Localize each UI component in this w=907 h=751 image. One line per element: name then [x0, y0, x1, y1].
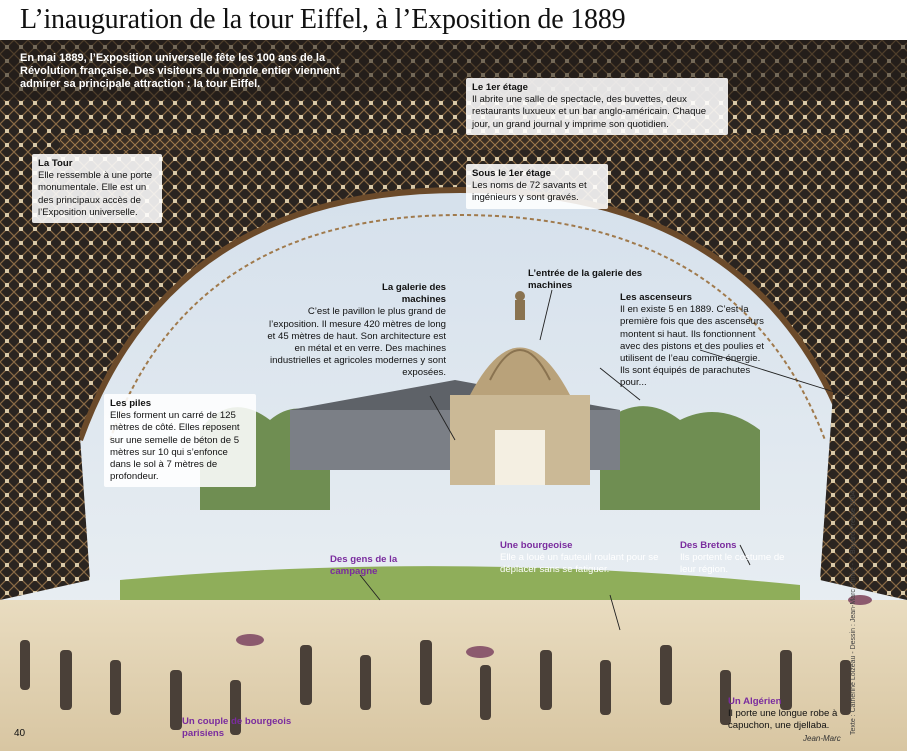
annotation-les-piles: Les piles Elles forment un carré de 125 … [104, 394, 256, 488]
annotation-gens-campagne: Des gens de la campagne [330, 554, 420, 578]
annotation-ascenseurs: Les ascenseurs Il en existe 5 en 1889. C… [620, 292, 770, 390]
annotation-sous-premier-etage: Sous le 1er étage Les noms de 72 savants… [466, 164, 608, 209]
annotation-title: Des Bretons [680, 540, 737, 551]
annotation-title: Les ascenseurs [620, 292, 692, 303]
intro-text: En mai 1889, l’Exposition universelle fê… [20, 52, 340, 90]
annotation-title: Le 1er étage [472, 82, 528, 93]
credits: Texte : Catherine Loizeau - Dessin : Jea… [850, 490, 857, 735]
annotation-title: L’entrée de la galerie des machines [528, 268, 643, 292]
annotation-text: Il porte une longue robe à capuchon, une… [728, 708, 838, 732]
annotation-title: La galerie des machines [382, 282, 446, 306]
annotation-title: Sous le 1er étage [472, 168, 551, 179]
annotation-text: Les noms de 72 savants et ingénieurs y s… [472, 180, 587, 204]
annotation-text: Il en existe 5 en 1889. C’est la premièr… [620, 304, 764, 389]
annotation-title: Un Algérien [728, 696, 782, 707]
annotation-galerie-des-machines: La galerie des machines C’est le pavillo… [266, 282, 446, 380]
annotation-bretons: Des Bretons Ils portent le costume de le… [680, 540, 800, 577]
artist-signature: Jean-Marc [803, 734, 841, 743]
annotation-text: C’est le pavillon le plus grand de l’exp… [267, 306, 446, 379]
annotation-text: Il abrite une salle de spectacle, des bu… [472, 94, 707, 130]
annotation-title: Les piles [110, 398, 152, 409]
annotation-couple-bourgeois: Un couple de bourgeois parisiens [182, 716, 302, 740]
annotation-title: Une bourgeoise [500, 540, 573, 551]
annotation-la-tour: La Tour Elle ressemble à une porte monum… [32, 154, 162, 224]
annotation-title: Un couple de bourgeois parisiens [182, 716, 292, 740]
eiffel-tower-illustration [0, 40, 907, 751]
page-number: 40 [14, 728, 26, 739]
annotation-premier-etage: Le 1er étage Il abrite une salle de spec… [466, 78, 728, 135]
annotation-text: Ils portent le costume de leur région. [680, 552, 785, 576]
annotation-text: Elles forment un carré de 125 mètres de … [110, 410, 240, 483]
annotation-text: Elle a loué un fauteuil roulant pour se … [500, 552, 659, 576]
page-title: L’inauguration de la tour Eiffel, à l’Ex… [20, 4, 626, 35]
annotation-text: Elle ressemble à une porte monumentale. … [38, 170, 153, 218]
annotation-entree-galerie: L’entrée de la galerie des machines [528, 268, 648, 292]
annotation-title: La Tour [38, 158, 73, 169]
annotation-algerien: Un Algérien Il porte une longue robe à c… [728, 696, 848, 733]
annotation-bourgeoise: Une bourgeoise Elle a loué un fauteuil r… [500, 540, 675, 577]
annotation-title: Des gens de la campagne [330, 554, 398, 578]
